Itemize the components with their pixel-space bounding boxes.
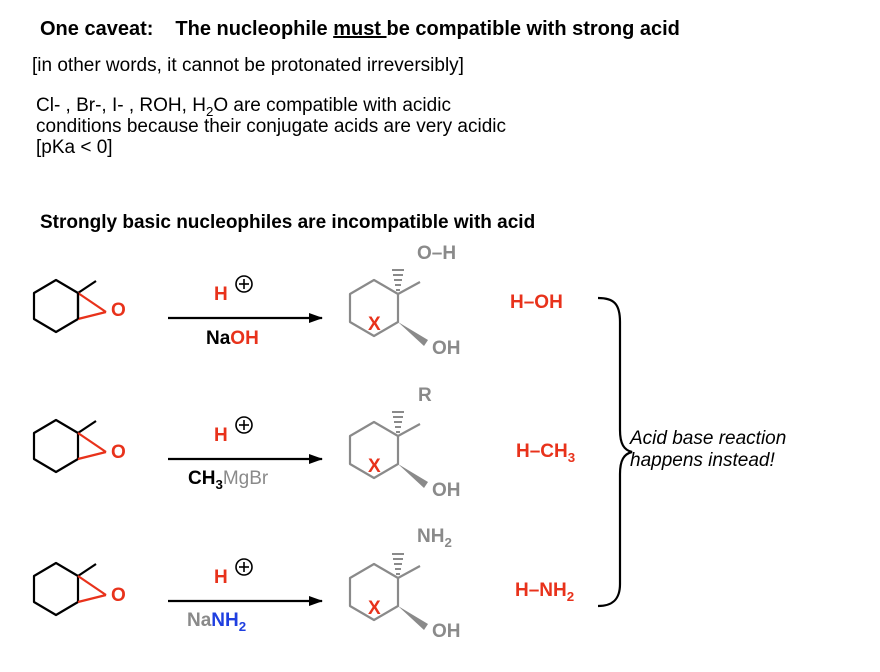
clarification-text: [in other words, it cannot be protonated… — [32, 55, 464, 76]
compatible-line-1: Cl- , Br-, I- , ROH, H2O are compatible … — [36, 95, 451, 119]
charge-circle-2 — [235, 416, 253, 434]
section-title: Strongly basic nucleophiles are incompat… — [40, 212, 536, 233]
product-ring-2 — [348, 420, 421, 480]
curly-brace — [597, 296, 633, 608]
caveat-statement-post: be compatible with strong acid — [386, 18, 680, 40]
epoxide-structure-3 — [32, 561, 107, 617]
product-ring-3 — [348, 562, 421, 622]
acid-base-product-3: H–NH2 — [515, 580, 575, 604]
epoxide-structure-2 — [32, 418, 107, 474]
acid-base-product-2: H–CH3 — [516, 441, 576, 465]
caveat-statement-emphasis: must — [333, 18, 387, 40]
product-ring-1 — [348, 278, 421, 338]
product-top-group-1: O–H — [417, 243, 457, 264]
product-oh-1: OH — [432, 338, 461, 359]
product-wedge-1 — [398, 322, 428, 346]
caveat-label: One caveat: — [40, 18, 154, 40]
conclusion-note: Acid base reaction happens instead! — [630, 428, 786, 472]
reagent-proton-3: H — [214, 567, 228, 588]
epoxide-oxygen-2: O — [111, 442, 126, 463]
reagent-proton-2: H — [214, 425, 228, 446]
product-x-3: X — [368, 598, 381, 619]
product-oh-2: OH — [432, 480, 461, 501]
product-hashed-bond-3 — [392, 553, 404, 575]
product-top-group-3: NH2 — [417, 526, 452, 550]
product-top-group-2: R — [418, 385, 432, 406]
caveat-statement-pre: The nucleophile — [175, 18, 334, 40]
charge-circle-1 — [235, 275, 253, 293]
compatible-line-2: conditions because their conjugate acids… — [36, 116, 506, 137]
reagent-proton-1: H — [214, 284, 228, 305]
product-oh-3: OH — [432, 621, 461, 642]
compatible-paragraph: Cl- , Br-, I- , ROH, H2O are compatible … — [36, 95, 506, 158]
reagent-base-1: NaOH — [206, 328, 259, 349]
epoxide-structure-1 — [32, 278, 107, 334]
epoxide-oxygen-3: O — [111, 585, 126, 606]
reagent-base-2: CH3MgBr — [188, 468, 269, 492]
reagent-base-3: NaNH2 — [187, 610, 247, 634]
conclusion-line-2: happens instead! — [630, 450, 775, 471]
page-title: One caveat: The nucleophile must be compa… — [40, 18, 680, 41]
product-hashed-bond-2 — [392, 411, 404, 433]
product-wedge-2 — [398, 464, 428, 488]
compatible-line-3: [pKa < 0] — [36, 137, 113, 158]
epoxide-oxygen-1: O — [111, 300, 126, 321]
product-x-2: X — [368, 456, 381, 477]
conclusion-line-1: Acid base reaction — [630, 428, 787, 449]
charge-circle-3 — [235, 558, 253, 576]
acid-base-product-1: H–OH — [510, 292, 563, 313]
product-hashed-bond-1 — [392, 269, 404, 291]
product-wedge-3 — [398, 606, 428, 630]
product-x-1: X — [368, 314, 381, 335]
